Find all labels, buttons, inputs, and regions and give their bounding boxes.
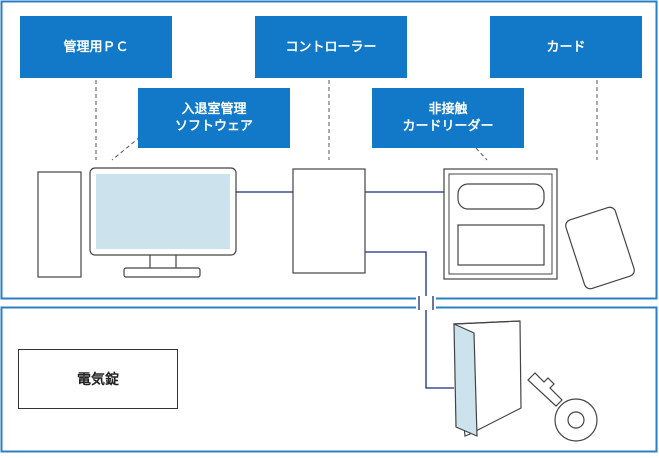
electric-lock-label: 電気錠 [77, 372, 119, 388]
pc-tower [37, 171, 82, 278]
key-icon [527, 372, 598, 442]
card-label: カード [490, 16, 642, 78]
reader-label: 非接触 カードリーダー [372, 88, 524, 148]
door-edge [453, 320, 521, 325]
reader-slot [457, 183, 545, 210]
leader-lines [95, 80, 598, 161]
wire-controller-door [365, 251, 454, 389]
wire-gap [416, 296, 436, 310]
wires [236, 191, 454, 389]
monitor [89, 167, 237, 278]
door-leaf [453, 323, 478, 437]
electric-lock-box: 電気錠 [18, 349, 178, 409]
upper-zone-frame [0, 0, 658, 300]
key-bow-hole [567, 411, 585, 429]
monitor-base [123, 267, 201, 278]
lower-zone-frame [0, 306, 658, 453]
software-label: 入退室管理 ソフトウェア [138, 88, 290, 148]
leader-software [111, 136, 141, 161]
monitor-screen [96, 174, 230, 249]
key-shaft [527, 372, 563, 407]
reader-panel [457, 224, 545, 266]
card-device [565, 206, 635, 290]
wire-gap-edges [418, 296, 434, 310]
leader-reader [475, 147, 488, 161]
controller-device [292, 168, 366, 274]
controller-label: コントローラー [255, 16, 407, 78]
door-device [453, 320, 522, 437]
admin-pc-label: 管理用ＰＣ [20, 16, 172, 78]
card-reader-device [443, 168, 558, 280]
